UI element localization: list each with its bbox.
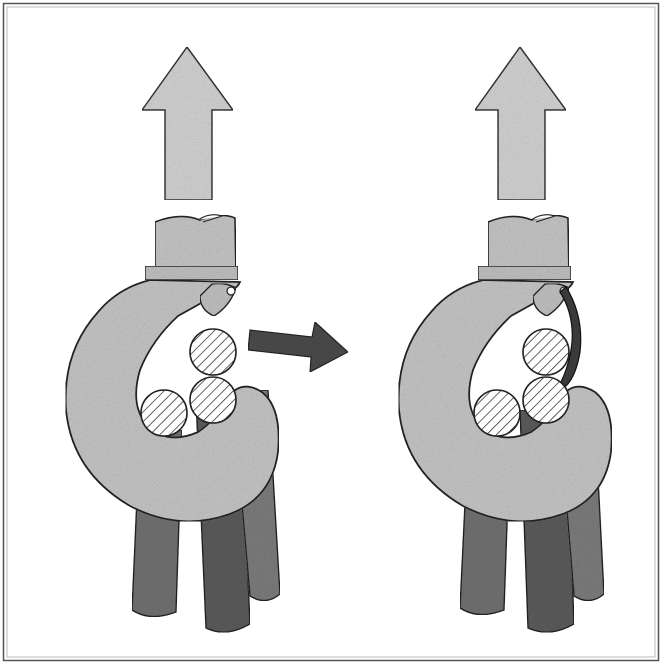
hook-collar xyxy=(478,266,571,280)
hook-collar xyxy=(145,266,238,280)
hook-pin xyxy=(227,287,235,295)
